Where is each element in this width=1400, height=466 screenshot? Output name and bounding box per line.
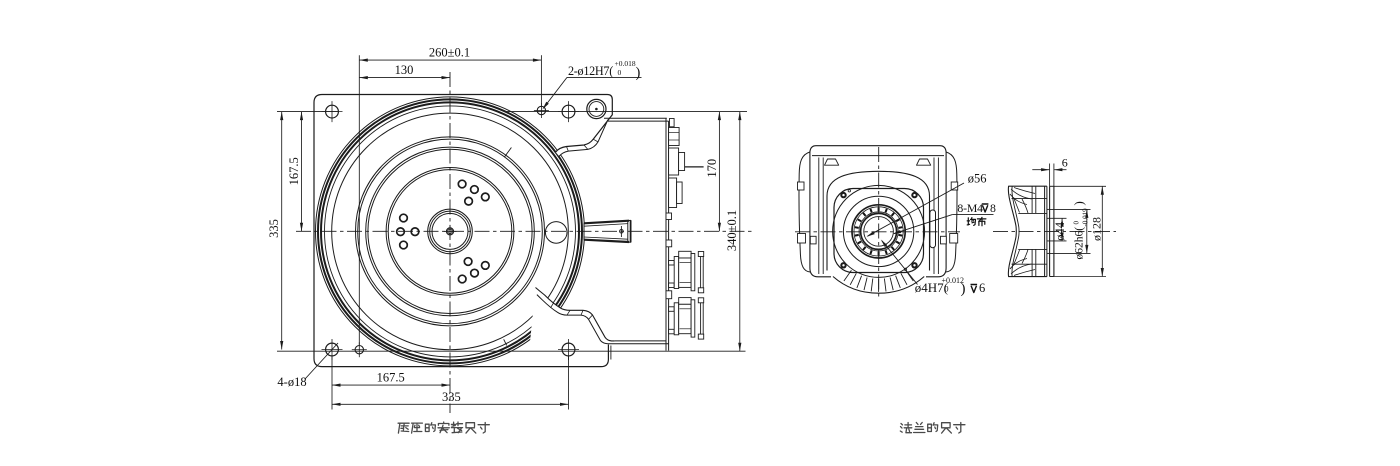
svg-text:167.5: 167.5 xyxy=(377,371,405,385)
svg-text:170: 170 xyxy=(705,159,719,178)
svg-text:8-M4: 8-M4 xyxy=(957,201,983,215)
svg-text:): ) xyxy=(961,281,966,297)
svg-text:8: 8 xyxy=(990,201,996,215)
svg-text:340±0.1: 340±0.1 xyxy=(725,210,739,251)
svg-text:ø62h6(: ø62h6( xyxy=(1074,227,1086,260)
svg-text:0: 0 xyxy=(1073,221,1081,225)
svg-text:+0.018: +0.018 xyxy=(615,59,636,68)
svg-text:0: 0 xyxy=(945,285,949,294)
svg-text:): ) xyxy=(1071,201,1086,205)
svg-text:6: 6 xyxy=(1062,155,1068,169)
svg-text:335: 335 xyxy=(442,390,461,404)
svg-text:167.5: 167.5 xyxy=(287,157,301,185)
svg-text:130: 130 xyxy=(395,63,414,77)
svg-text:0: 0 xyxy=(618,68,622,77)
svg-text:ø56: ø56 xyxy=(968,172,987,186)
svg-text:ø128: ø128 xyxy=(1090,217,1104,241)
svg-text:335: 335 xyxy=(267,219,281,238)
svg-text:260±0.1: 260±0.1 xyxy=(429,46,470,60)
svg-text:+0.012: +0.012 xyxy=(942,276,965,285)
svg-text:4-ø18: 4-ø18 xyxy=(277,375,306,389)
svg-text:ø4H7(: ø4H7( xyxy=(915,280,948,295)
svg-text:6: 6 xyxy=(979,281,985,295)
svg-text:2-ø12H7(: 2-ø12H7( xyxy=(568,64,613,78)
svg-text:): ) xyxy=(636,65,641,81)
svg-text:-0.019: -0.019 xyxy=(1081,208,1089,227)
svg-text:ø44: ø44 xyxy=(1053,221,1067,241)
